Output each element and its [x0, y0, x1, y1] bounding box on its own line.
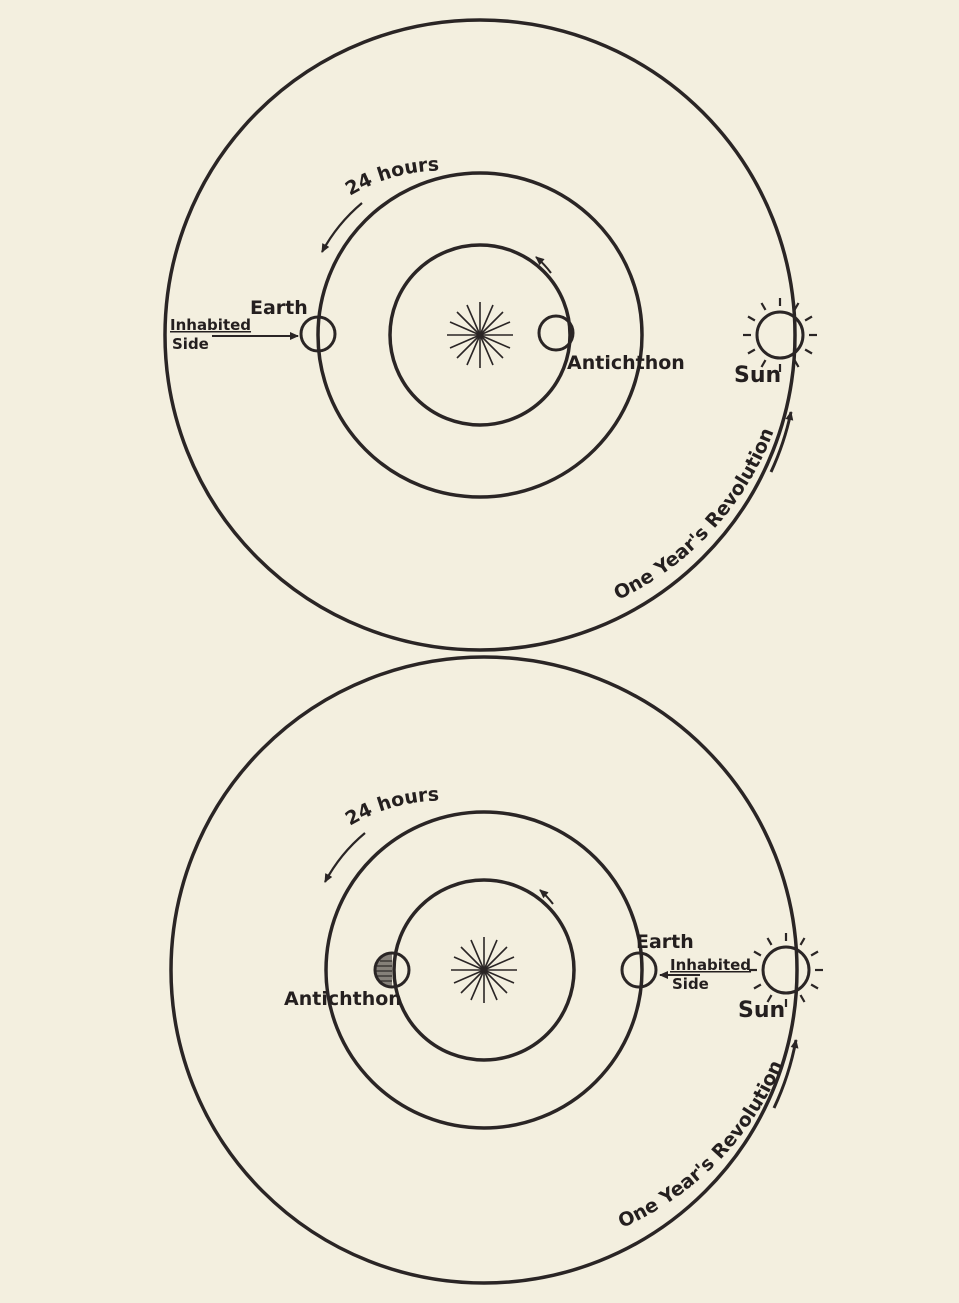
earth-icon [299, 315, 337, 353]
inner-rotation-arrow [535, 256, 552, 274]
top-diagram: Earth Inhabited Side Antichthon [163, 18, 817, 652]
side-label: Side [672, 975, 709, 993]
earth-label: Earth [636, 931, 694, 953]
antichthon-label: Antichthon [284, 988, 402, 1010]
central-fire-icon [447, 302, 513, 368]
side-label: Side [172, 335, 209, 353]
inhabited-label: Inhabited [670, 956, 751, 974]
bottom-diagram: Antichthon Earth Inhabited Side [169, 655, 823, 1285]
annual-revolution-arrow [772, 1039, 799, 1109]
antichthon-icon [373, 951, 411, 989]
daily-rotation-arrow [321, 202, 363, 253]
annual-revolution-label: One Year's Revolution [610, 425, 778, 605]
daily-orbit [316, 171, 644, 499]
sun-label: Sun [738, 998, 785, 1023]
annual-revolution-label: One Year's Revolution [615, 1057, 787, 1233]
sun-icon [749, 933, 823, 1007]
annual-revolution-arrow [769, 411, 794, 473]
antichthon-icon [537, 314, 575, 352]
daily-orbit [324, 810, 644, 1130]
antichthon-label: Antichthon [567, 352, 685, 374]
earth-icon [620, 951, 658, 989]
inner-rotation-arrow [539, 889, 554, 905]
sun-icon [743, 298, 817, 372]
inhabited-label: Inhabited [170, 316, 251, 334]
annual-orbit [163, 18, 797, 652]
central-fire-icon [451, 937, 517, 1003]
annual-orbit [169, 655, 799, 1285]
inner-orbit [392, 878, 576, 1062]
daily-rotation-arrow [324, 832, 366, 883]
earth-label: Earth [250, 297, 308, 319]
daily-rotation-label: 24 hours [342, 153, 440, 200]
sun-label: Sun [734, 363, 781, 388]
inner-orbit [388, 243, 572, 427]
